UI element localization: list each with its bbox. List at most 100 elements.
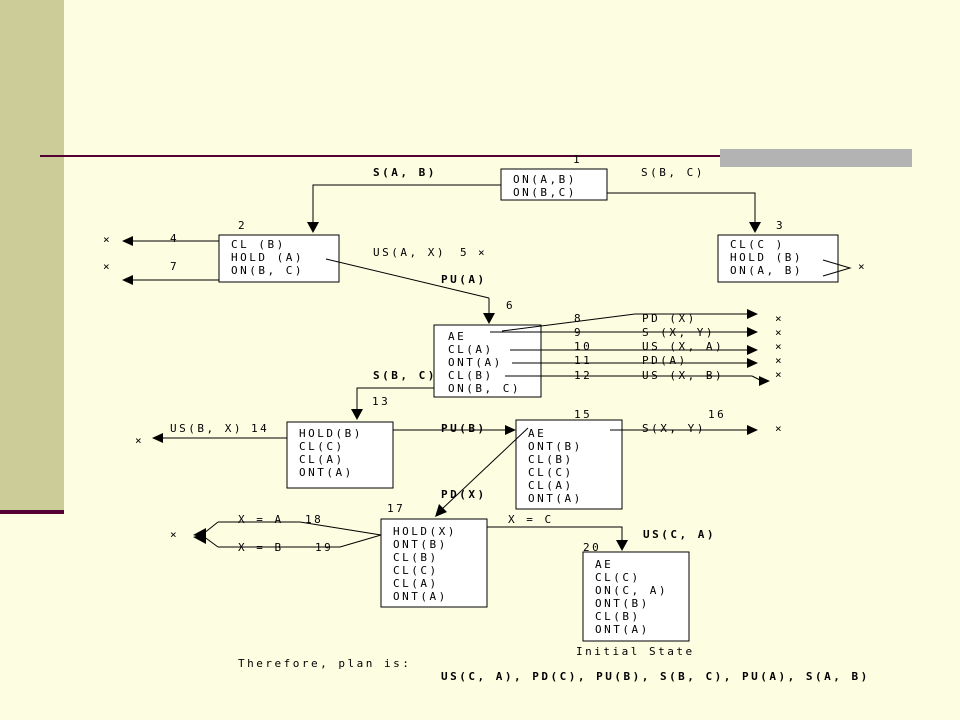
op-pd-x-left: PD(X) [441,488,487,501]
state-20-line-3: ON(C, A) [595,584,668,597]
state-17-line-1: HOLD(X) [393,525,457,538]
state-15-line-2: ONT(B) [528,440,583,453]
state-6-line-4: CL(B) [448,369,494,382]
plan-text: US(C, A), PD(C), PU(B), S(B, C), PU(A), … [441,670,870,683]
arrowhead-s13 [351,409,363,420]
state-17-line-3: CL(B) [393,551,439,564]
op-s-a-b: S(A, B) [373,166,437,179]
branch-num-19: 19 [315,541,333,554]
cond-x-eq-a: X = A [238,513,284,526]
state-20-number: 20 [583,541,601,554]
state-3-number: 3 [776,219,785,232]
state-6-line-2: CL(A) [448,343,494,356]
state-2-line-1: CL (B) [231,238,286,251]
branch-num-10: 10 [574,340,592,353]
dead-end-5: × [478,246,487,259]
state-2-line-3: ON(B, C) [231,264,304,277]
op-us-x-b: US (X, B) [642,369,724,382]
state-17-line-2: ONT(B) [393,538,448,551]
branch-num-11: 11 [574,354,592,367]
op-s-b-c-mid: S(B, C) [373,369,437,382]
branch-num-16: 16 [708,408,726,421]
state-20-line-1: AE [595,558,613,571]
state-6-line-3: ONT(A) [448,356,503,369]
state-20-line-6: ONT(A) [595,623,650,636]
state-box-2 [218,234,340,283]
branch-num-18: 18 [305,513,323,526]
branch-num-5: 5 [460,246,469,259]
branch-num-4: 4 [170,232,179,245]
state-17-number: 17 [387,502,405,515]
arrowhead-s2 [307,222,319,233]
state-13-line-4: ONT(A) [299,466,354,479]
title-divider-line [40,155,912,157]
conclusion-text: Therefore, plan is: [238,657,411,670]
state-box-13 [286,421,394,489]
state-3-line-2: HOLD (B) [730,251,803,264]
arrowhead-16 [747,425,758,435]
branch-num-8: 8 [574,312,583,325]
edge-s6-to-s13 [356,387,434,412]
op-pu-a: PU(A) [441,273,487,286]
state-box-1 [500,168,608,201]
state-15-line-3: CL(B) [528,453,574,466]
arrowhead-s15 [505,425,516,435]
state-1-line-2: ON(B,C) [513,186,577,199]
initial-state-label: Initial State [576,645,695,658]
state-15-line-4: CL(C) [528,466,574,479]
edge-8-diag [501,313,636,332]
edge-18-diag [299,521,382,536]
state-6-line-1: AE [448,330,466,343]
state-3-line-3: ON(A, B) [730,264,803,277]
arrowhead-9 [747,327,758,337]
edge-s2-to-s6-diag [325,258,490,299]
dead-end-10: × [775,340,784,353]
state-1-line-1: ON(A,B) [513,173,577,186]
op-pu-b: PU(B) [441,422,487,435]
dead-end-12: × [775,368,784,381]
dead-end-14: × [135,434,144,447]
arrowhead-12 [759,376,770,386]
arrowhead-s6 [483,313,495,324]
left-sidebar-bar [0,0,64,512]
state-box-20 [582,551,690,642]
state-box-6 [433,324,542,398]
arrowhead-10 [747,345,758,355]
arrowhead-4 [122,236,133,246]
op-s-x-y-2: S(X, Y) [642,422,706,435]
branch-num-12: 12 [574,369,592,382]
op-us-c-a: US(C, A) [643,528,716,541]
op-us-x-a: US (X, A) [642,340,724,353]
op-s-b-c-top: S(B, C) [641,166,705,179]
edge-19-diag [339,534,382,548]
dead-end-11: × [775,354,784,367]
op-pd-a: PD(A) [642,354,688,367]
state-1-number: 1 [573,153,582,166]
branch-num-9: 9 [574,326,583,339]
edge-s3-dead-end [822,259,852,277]
dead-end-16: × [775,422,784,435]
cond-x-eq-b: X = B [238,541,284,554]
dead-end-7: × [103,260,112,273]
branch-num-14: 14 [251,422,269,435]
state-13-number: 13 [372,395,390,408]
arrowhead-19 [193,533,206,544]
state-13-line-2: CL(C) [299,440,345,453]
arrowhead-14 [152,433,163,443]
arrowhead-s17 [435,504,447,517]
op-s-x-y: S (X, Y) [642,326,715,339]
state-17-line-5: CL(A) [393,577,439,590]
edge-s17-to-s20 [487,526,623,543]
arrowhead-s20 [616,540,628,551]
arrowhead-s3 [749,222,761,233]
state-20-line-4: ONT(B) [595,597,650,610]
dead-end-17: × [170,528,179,541]
state-box-17 [380,518,488,608]
arrowhead-8 [747,309,758,319]
dead-end-9: × [775,326,784,339]
edge-s15-to-s17 [440,427,529,511]
state-2-line-2: HOLD (A) [231,251,304,264]
state-3-line-1: CL(C ) [730,238,785,251]
dead-end-8: × [775,312,784,325]
